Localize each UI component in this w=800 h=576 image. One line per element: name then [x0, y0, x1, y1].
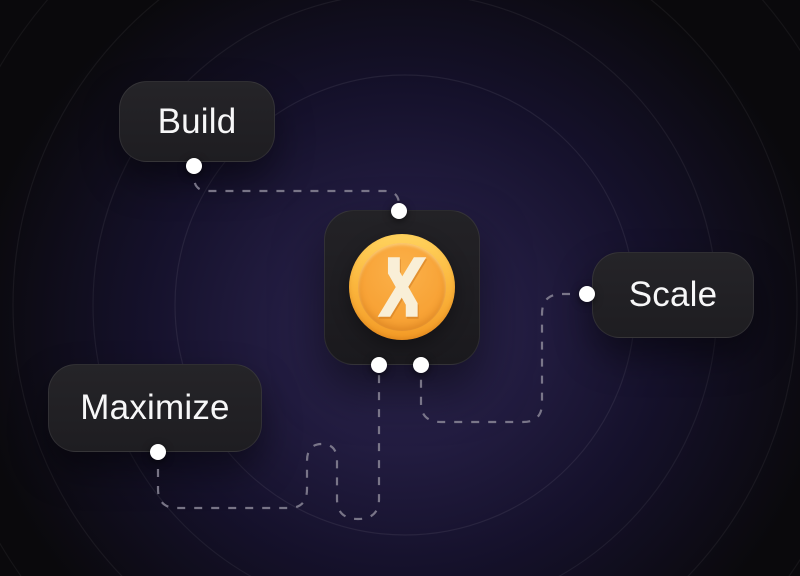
- build-connector-dot: [186, 158, 202, 174]
- coin-face: [358, 243, 446, 331]
- node-build: Build: [119, 81, 275, 162]
- node-scale: Scale: [592, 252, 754, 338]
- maximize-connector-dot: [150, 444, 166, 460]
- connector-build: [192, 166, 401, 211]
- center-card: [324, 210, 480, 365]
- node-maximize-label: Maximize: [80, 388, 230, 427]
- gold-coin: [349, 234, 455, 340]
- connector-maximize: [156, 365, 381, 521]
- card-top-connector-dot: [391, 203, 407, 219]
- ring-third: [12, 0, 798, 576]
- node-maximize: Maximize: [48, 364, 262, 452]
- connector-scale: [419, 292, 587, 424]
- scale-connector-dot: [579, 286, 595, 302]
- node-scale-label: Scale: [628, 275, 718, 314]
- card-bottom-left-connector-dot: [371, 357, 387, 373]
- x-coin-icon: [377, 257, 427, 317]
- node-build-label: Build: [157, 101, 237, 141]
- card-bottom-right-connector-dot: [413, 357, 429, 373]
